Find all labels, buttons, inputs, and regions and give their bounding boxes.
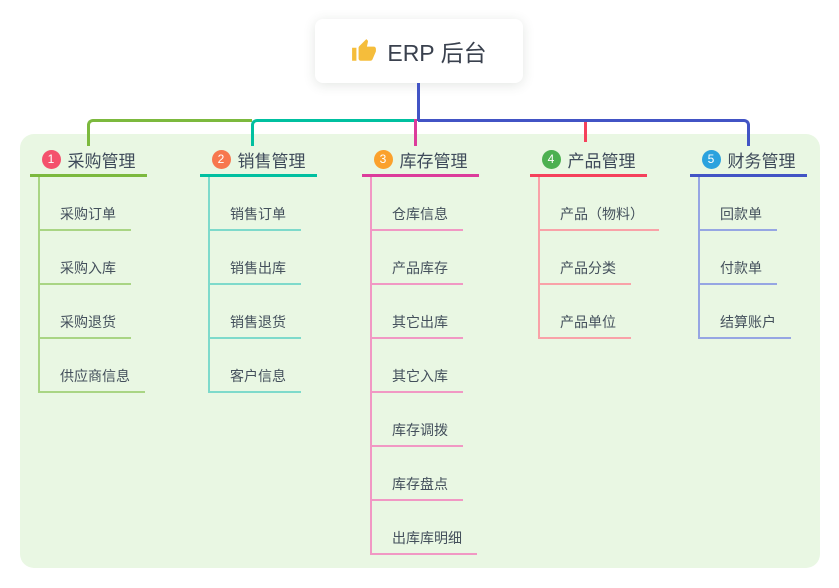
- branch-item-node[interactable]: 产品单位: [540, 312, 631, 339]
- branch-item: 其它入库: [372, 339, 477, 393]
- branch-number-badge: 1: [41, 149, 61, 169]
- branch-item-node[interactable]: 回款单: [700, 204, 777, 231]
- branch-item: 供应商信息: [40, 339, 145, 393]
- branch-item: 付款单: [700, 231, 791, 285]
- branch-item-node[interactable]: 其它入库: [372, 366, 463, 393]
- branch-title: 销售管理: [237, 151, 306, 171]
- branch-items: 采购订单采购入库采购退货供应商信息: [38, 177, 145, 393]
- root-node[interactable]: ERP 后台: [315, 19, 523, 83]
- branch-item-node[interactable]: 客户信息: [210, 366, 301, 393]
- branch-item: 产品（物料）: [540, 177, 659, 231]
- branch-item-node[interactable]: 库存盘点: [372, 474, 463, 501]
- branch-4: 4 产品管理产品（物料） 产品分类产品单位: [530, 144, 659, 339]
- branch-title-node[interactable]: 2 销售管理: [200, 144, 317, 177]
- branch-item-node[interactable]: 其它出库: [372, 312, 463, 339]
- branch-number-badge: 5: [701, 149, 721, 169]
- branch-title: 库存管理: [399, 151, 468, 171]
- branch-title: 产品管理: [567, 151, 636, 171]
- branch-number-badge: 2: [211, 149, 231, 169]
- branch-item: 产品分类: [540, 231, 659, 285]
- branch-item: 销售出库: [210, 231, 301, 285]
- connector-branch-2: [251, 119, 416, 146]
- branch-item: 采购入库: [40, 231, 145, 285]
- branch-item-node[interactable]: 仓库信息: [372, 204, 463, 231]
- branch-2: 2 销售管理销售订单销售出库销售退货客户信息: [200, 144, 317, 393]
- branch-item-node[interactable]: 产品库存: [372, 258, 463, 285]
- branch-number-badge: 3: [373, 149, 393, 169]
- branch-item: 库存盘点: [372, 447, 477, 501]
- branch-item-node[interactable]: 产品分类: [540, 258, 631, 285]
- branch-item: 库存调拨: [372, 393, 477, 447]
- branch-items: 仓库信息产品库存其它出库其它入库库存调拨库存盘点出库库明细: [370, 177, 477, 555]
- branch-number-badge: 4: [541, 149, 561, 169]
- branch-items: 销售订单销售出库销售退货客户信息: [208, 177, 301, 393]
- branch-item: 销售订单: [210, 177, 301, 231]
- branch-item-node[interactable]: 付款单: [700, 258, 777, 285]
- branch-5: 5 财务管理回款单付款单结算账户: [690, 144, 807, 339]
- branch-title-node[interactable]: 3 库存管理: [362, 144, 479, 177]
- connector-branch-5: [418, 119, 750, 146]
- branches-panel: [20, 134, 820, 568]
- branch-item-node[interactable]: 采购订单: [40, 204, 131, 231]
- branch-3: 3 库存管理仓库信息产品库存其它出库其它入库库存调拨库存盘点出库库明细: [362, 144, 479, 555]
- branch-title: 财务管理: [727, 151, 796, 171]
- branch-item-node[interactable]: 采购退货: [40, 312, 131, 339]
- branch-item: 产品库存: [372, 231, 477, 285]
- branch-item: 客户信息: [210, 339, 301, 393]
- branch-title-node[interactable]: 1 采购管理: [30, 144, 147, 177]
- thumbs-up-icon: [351, 38, 377, 64]
- branch-title-node[interactable]: 5 财务管理: [690, 144, 807, 177]
- branch-item-node[interactable]: 产品（物料）: [540, 204, 659, 231]
- branch-item: 销售退货: [210, 285, 301, 339]
- branch-title: 采购管理: [67, 151, 136, 171]
- branch-item-node[interactable]: 库存调拨: [372, 420, 463, 447]
- branch-item: 回款单: [700, 177, 791, 231]
- branch-item: 结算账户: [700, 285, 791, 339]
- branch-title-node[interactable]: 4 产品管理: [530, 144, 647, 177]
- branch-item: 仓库信息: [372, 177, 477, 231]
- branch-item: 其它出库: [372, 285, 477, 339]
- branch-item: 出库库明细: [372, 501, 477, 555]
- connector-branch-4: [584, 119, 587, 142]
- branch-item-node[interactable]: 销售退货: [210, 312, 301, 339]
- branch-item-node[interactable]: 销售出库: [210, 258, 301, 285]
- branch-item-node[interactable]: 采购入库: [40, 258, 131, 285]
- branch-item-node[interactable]: 出库库明细: [372, 528, 477, 555]
- branch-items: 产品（物料） 产品分类产品单位: [538, 177, 659, 339]
- root-title: ERP 后台: [387, 40, 487, 66]
- branch-items: 回款单付款单结算账户: [698, 177, 791, 339]
- connector-branch-3: [414, 119, 417, 146]
- branch-item-node[interactable]: 销售订单: [210, 204, 301, 231]
- branch-item-node[interactable]: 供应商信息: [40, 366, 145, 393]
- branch-1: 1 采购管理采购订单采购入库采购退货供应商信息: [30, 144, 147, 393]
- branch-item: 采购订单: [40, 177, 145, 231]
- branch-item-node[interactable]: 结算账户: [700, 312, 791, 339]
- connector-root-line: [417, 83, 420, 121]
- branch-item: 采购退货: [40, 285, 145, 339]
- connector-branch-1: [87, 119, 252, 146]
- branch-item: 产品单位: [540, 285, 659, 339]
